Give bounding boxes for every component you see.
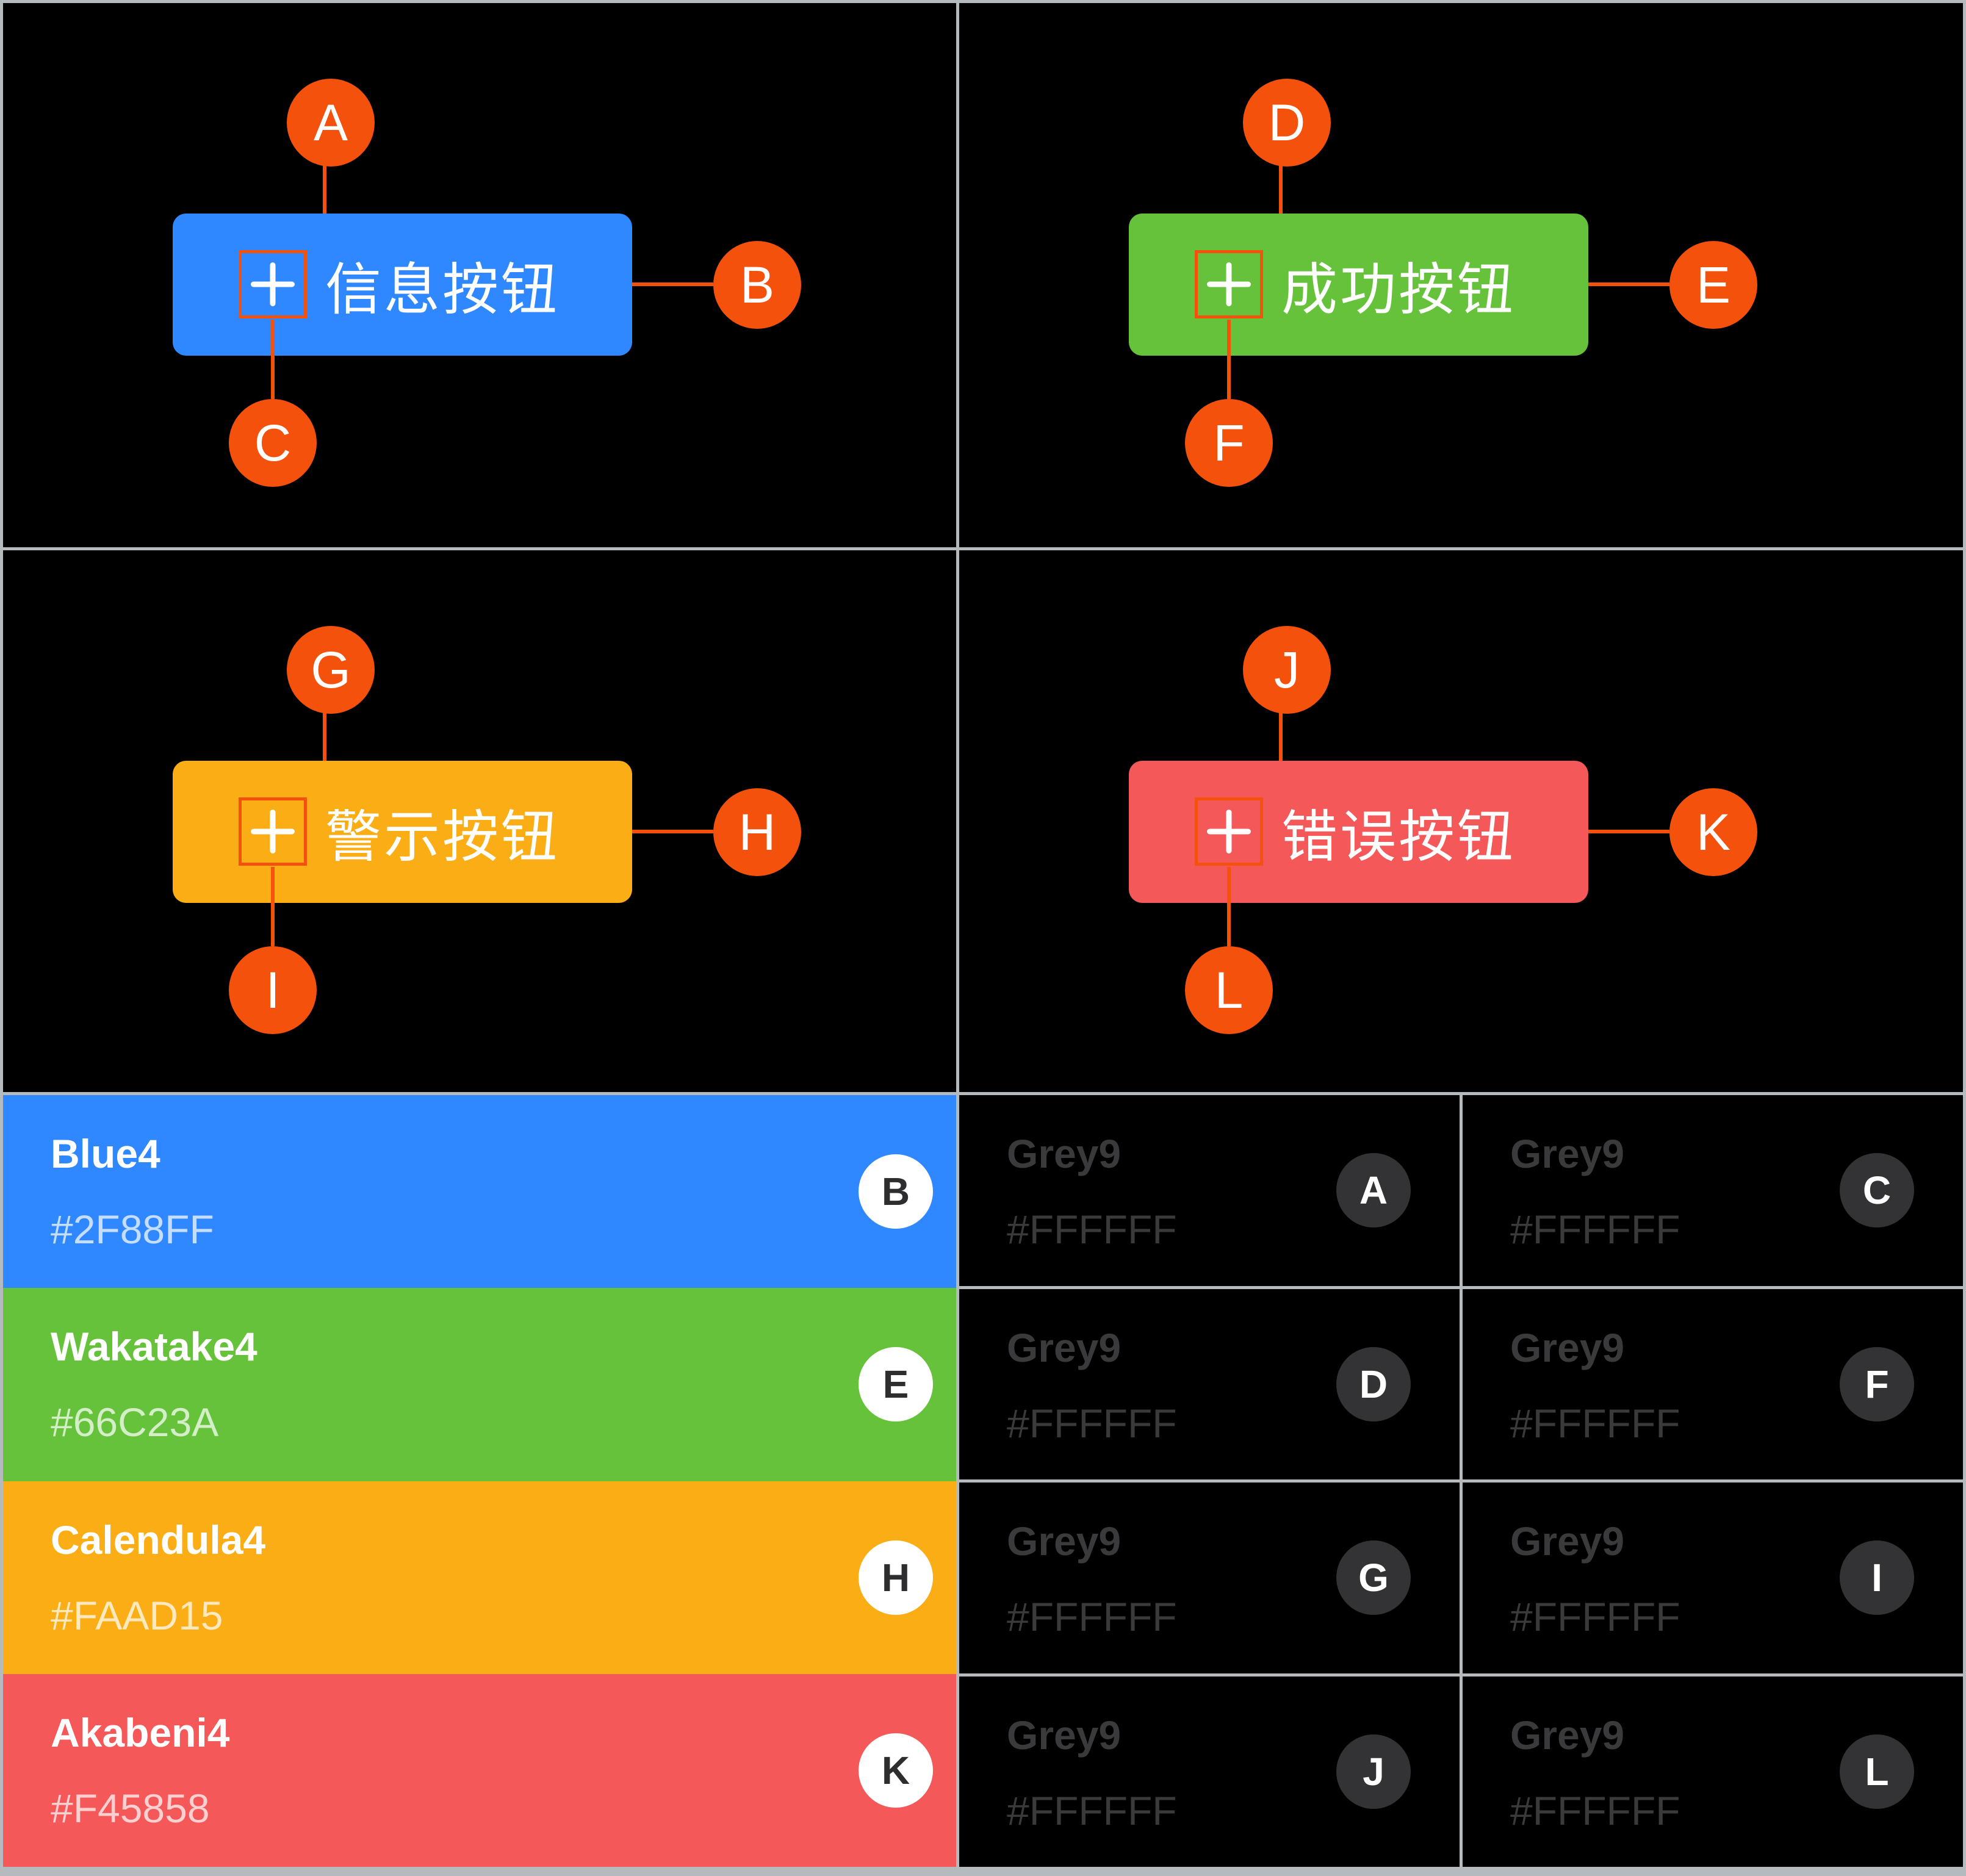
swatch-hex: #FFFFFF — [1510, 1788, 1680, 1833]
swatch-ref-badge: H — [859, 1540, 933, 1615]
annotation-line — [632, 830, 713, 833]
success-button[interactable]: 成功按钮 — [1129, 214, 1588, 356]
swatch-row-akabeni4: Akabeni4 #F45858 K — [3, 1673, 956, 1867]
swatch-hex: #FFFFFF — [1007, 1594, 1177, 1639]
swatch-name: Grey9 — [1510, 1324, 1625, 1370]
color-legend: Blue4 #2F88FF B Wakatake4 #66C23A E Cale… — [3, 1095, 1963, 1867]
button-label: 错误按钮 — [1281, 806, 1516, 868]
annotation-line — [1227, 867, 1231, 946]
swatch-hex: #FFFFFF — [1007, 1788, 1177, 1833]
swatch-name: Blue4 — [51, 1131, 160, 1176]
plus-icon — [242, 253, 304, 315]
swatch-row-calendula4: Calendula4 #FAAD15 H — [3, 1481, 956, 1674]
swatch-hex: #FFFFFF — [1510, 1594, 1680, 1639]
swatch-row-wakatake4: Wakatake4 #66C23A E — [3, 1288, 956, 1481]
plus-icon — [1198, 800, 1260, 863]
annotation-line — [1588, 830, 1669, 833]
swatch-name: Grey9 — [1007, 1131, 1122, 1176]
swatch-ref-badge: E — [859, 1347, 933, 1422]
panel-error-button: J 错误按钮 K L — [959, 550, 1963, 1092]
plus-icon-annotation-box — [239, 250, 307, 318]
annotation-marker-c: C — [229, 399, 317, 487]
annotation-line — [271, 867, 275, 946]
swatch-hex: #FFFFFF — [1510, 1207, 1680, 1252]
plus-icon — [1198, 253, 1260, 315]
button-spec-grid: A 信息按钮 B C D — [3, 3, 1963, 1092]
swatch-row-blue4: Blue4 #2F88FF B — [3, 1095, 956, 1288]
annotation-marker-j: J — [1243, 626, 1331, 714]
swatch-cell-grey9: Grey9 #FFFFFF J — [959, 1676, 1460, 1867]
annotation-marker-h: H — [713, 788, 801, 876]
panel-warning-button: G 警示按钮 H I — [3, 550, 956, 1092]
swatch-ref-badge: I — [1840, 1540, 1914, 1615]
swatch-cell-grey9: Grey9 #FFFFFF I — [1463, 1482, 1963, 1673]
swatch-hex: #66C23A — [51, 1400, 219, 1445]
annotation-line — [1588, 282, 1669, 286]
swatch-ref-badge: L — [1840, 1734, 1914, 1809]
plus-icon-annotation-box — [239, 797, 307, 866]
annotation-marker-a: A — [287, 79, 375, 167]
plus-icon-annotation-box — [1195, 250, 1263, 318]
button-label: 信息按钮 — [325, 259, 560, 321]
swatch-cell-grey9: Grey9 #FFFFFF L — [1463, 1676, 1963, 1867]
annotation-line — [1227, 320, 1231, 399]
plus-icon — [242, 800, 304, 863]
swatch-name: Grey9 — [1510, 1712, 1625, 1758]
swatch-hex: #F45858 — [51, 1785, 210, 1831]
plus-icon-annotation-box — [1195, 797, 1263, 866]
annotation-line — [632, 282, 713, 286]
swatch-name: Akabeni4 — [51, 1709, 230, 1755]
annotation-marker-d: D — [1243, 79, 1331, 167]
annotation-marker-e: E — [1669, 241, 1757, 329]
swatch-name: Grey9 — [1007, 1518, 1122, 1564]
swatch-ref-badge: A — [1336, 1153, 1411, 1228]
swatch-name: Calendula4 — [51, 1517, 266, 1562]
annotation-marker-g: G — [287, 626, 375, 714]
swatch-cell-grey9: Grey9 #FFFFFF F — [1463, 1288, 1963, 1479]
color-swatch-column: Blue4 #2F88FF B Wakatake4 #66C23A E Cale… — [3, 1095, 956, 1867]
divider — [956, 1095, 959, 1867]
swatch-name: Wakatake4 — [51, 1324, 257, 1370]
swatch-name: Grey9 — [1007, 1712, 1122, 1758]
swatch-hex: #FAAD15 — [51, 1592, 223, 1638]
swatch-cell-grey9: Grey9 #FFFFFF C — [1463, 1095, 1963, 1286]
swatch-ref-badge: K — [859, 1733, 933, 1808]
swatch-hex: #2F88FF — [51, 1207, 214, 1252]
swatch-ref-badge: J — [1336, 1734, 1411, 1809]
annotation-marker-b: B — [713, 241, 801, 329]
button-label: 成功按钮 — [1281, 259, 1516, 321]
swatch-hex: #FFFFFF — [1007, 1207, 1177, 1252]
swatch-ref-badge: D — [1336, 1346, 1411, 1421]
error-button[interactable]: 错误按钮 — [1129, 761, 1588, 903]
panel-info-button: A 信息按钮 B C — [3, 3, 956, 547]
swatch-cell-grey9: Grey9 #FFFFFF D — [959, 1288, 1460, 1479]
warning-button[interactable]: 警示按钮 — [173, 761, 632, 903]
panel-success-button: D 成功按钮 E F — [959, 3, 1963, 547]
swatch-ref-badge: B — [859, 1154, 933, 1229]
annotation-marker-l: L — [1185, 946, 1273, 1034]
swatch-cell-grey9: Grey9 #FFFFFF A — [959, 1095, 1460, 1286]
swatch-name: Grey9 — [1510, 1518, 1625, 1564]
info-button[interactable]: 信息按钮 — [173, 214, 632, 356]
swatch-ref-badge: G — [1336, 1540, 1411, 1615]
annotation-marker-f: F — [1185, 399, 1273, 487]
annotation-line — [271, 320, 275, 399]
swatch-name: Grey9 — [1510, 1131, 1625, 1176]
swatch-name: Grey9 — [1007, 1324, 1122, 1370]
swatch-hex: #FFFFFF — [1510, 1400, 1680, 1446]
swatch-ref-badge: C — [1840, 1153, 1914, 1228]
annotation-marker-k: K — [1669, 788, 1757, 876]
swatch-cell-grey9: Grey9 #FFFFFF G — [959, 1482, 1460, 1673]
grey-swatch-grid: Grey9 #FFFFFF A Grey9 #FFFFFF C Grey9 #F… — [959, 1095, 1963, 1867]
annotation-marker-i: I — [229, 946, 317, 1034]
button-label: 警示按钮 — [325, 806, 560, 868]
swatch-hex: #FFFFFF — [1007, 1400, 1177, 1446]
swatch-ref-badge: F — [1840, 1346, 1914, 1421]
